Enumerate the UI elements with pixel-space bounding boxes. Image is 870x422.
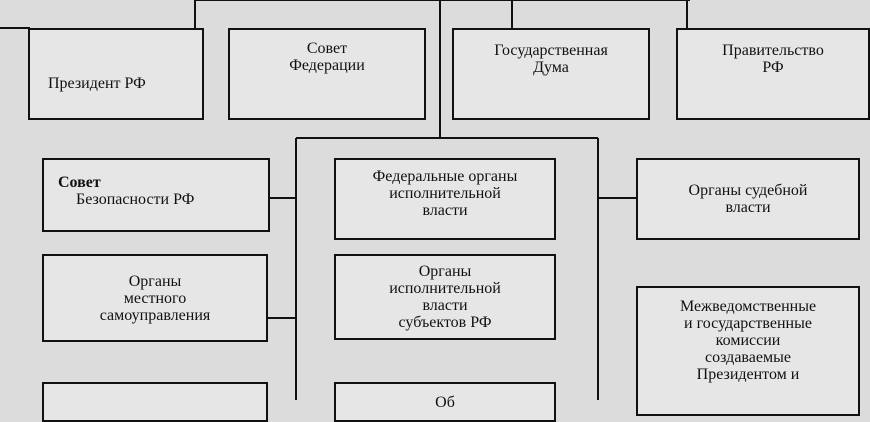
box-judicial: Органы судебной власти — [636, 158, 860, 240]
box-commissions-line-2: и государственные — [684, 315, 812, 332]
box-judicial-line-1: Органы судебной — [688, 182, 808, 199]
box-local-government-line-1: Органы — [128, 272, 182, 290]
box-bottom-left — [42, 382, 268, 422]
box-bottom-middle-line-1: Об — [435, 394, 455, 411]
box-regional-executive-line-1: Органы — [418, 263, 472, 280]
box-bottom-middle: Об — [334, 382, 556, 422]
box-local-government: Органы местного самоуправления — [42, 254, 268, 342]
box-government-line-1: Правительство — [722, 42, 824, 59]
box-regional-executive-line-3: власти — [422, 297, 468, 314]
box-regional-executive-line-2: исполнительной — [389, 280, 501, 297]
box-federal-executive-line-1: Федеральные органы — [372, 168, 518, 185]
box-security-council: Совет Безопасности РФ — [42, 158, 270, 232]
box-state-duma-line-1: Государственная — [494, 42, 608, 59]
box-commissions-line-3: комиссии — [715, 332, 781, 349]
box-federal-executive: Федеральные органы исполнительной власти — [334, 158, 556, 240]
box-government-line-2: РФ — [762, 59, 784, 76]
box-federation-council: Совет Федерации — [228, 28, 426, 120]
box-government: Правительство РФ — [676, 28, 870, 120]
box-commissions-line-1: Межведомственные — [679, 298, 817, 315]
box-local-government-line-3: самоуправления — [99, 306, 211, 324]
box-federal-executive-line-2: исполнительной — [389, 185, 501, 202]
box-federation-council-line-2: Федерации — [289, 57, 365, 74]
box-commissions: Межведомственные и государственные комис… — [636, 286, 860, 416]
box-regional-executive: Органы исполнительной власти субъектов Р… — [334, 254, 556, 340]
box-president: Президент РФ — [28, 28, 204, 120]
box-president-line-1: Президент РФ — [48, 74, 146, 92]
box-federal-executive-line-3: власти — [422, 202, 468, 219]
box-local-government-line-2: местного — [123, 289, 187, 307]
box-commissions-line-4: создаваемые — [705, 349, 791, 366]
box-regional-executive-line-4: субъектов РФ — [398, 314, 492, 331]
box-security-council-rest: Безопасности РФ — [76, 191, 195, 208]
connector-lines — [0, 0, 690, 400]
box-commissions-line-5: Президентом и — [696, 366, 800, 383]
box-state-duma: Государственная Дума — [452, 28, 650, 120]
box-security-council-bold: Совет — [58, 174, 101, 191]
box-state-duma-line-2: Дума — [533, 59, 569, 76]
box-judicial-line-2: власти — [725, 199, 771, 216]
box-federation-council-line-1: Совет — [306, 40, 348, 57]
